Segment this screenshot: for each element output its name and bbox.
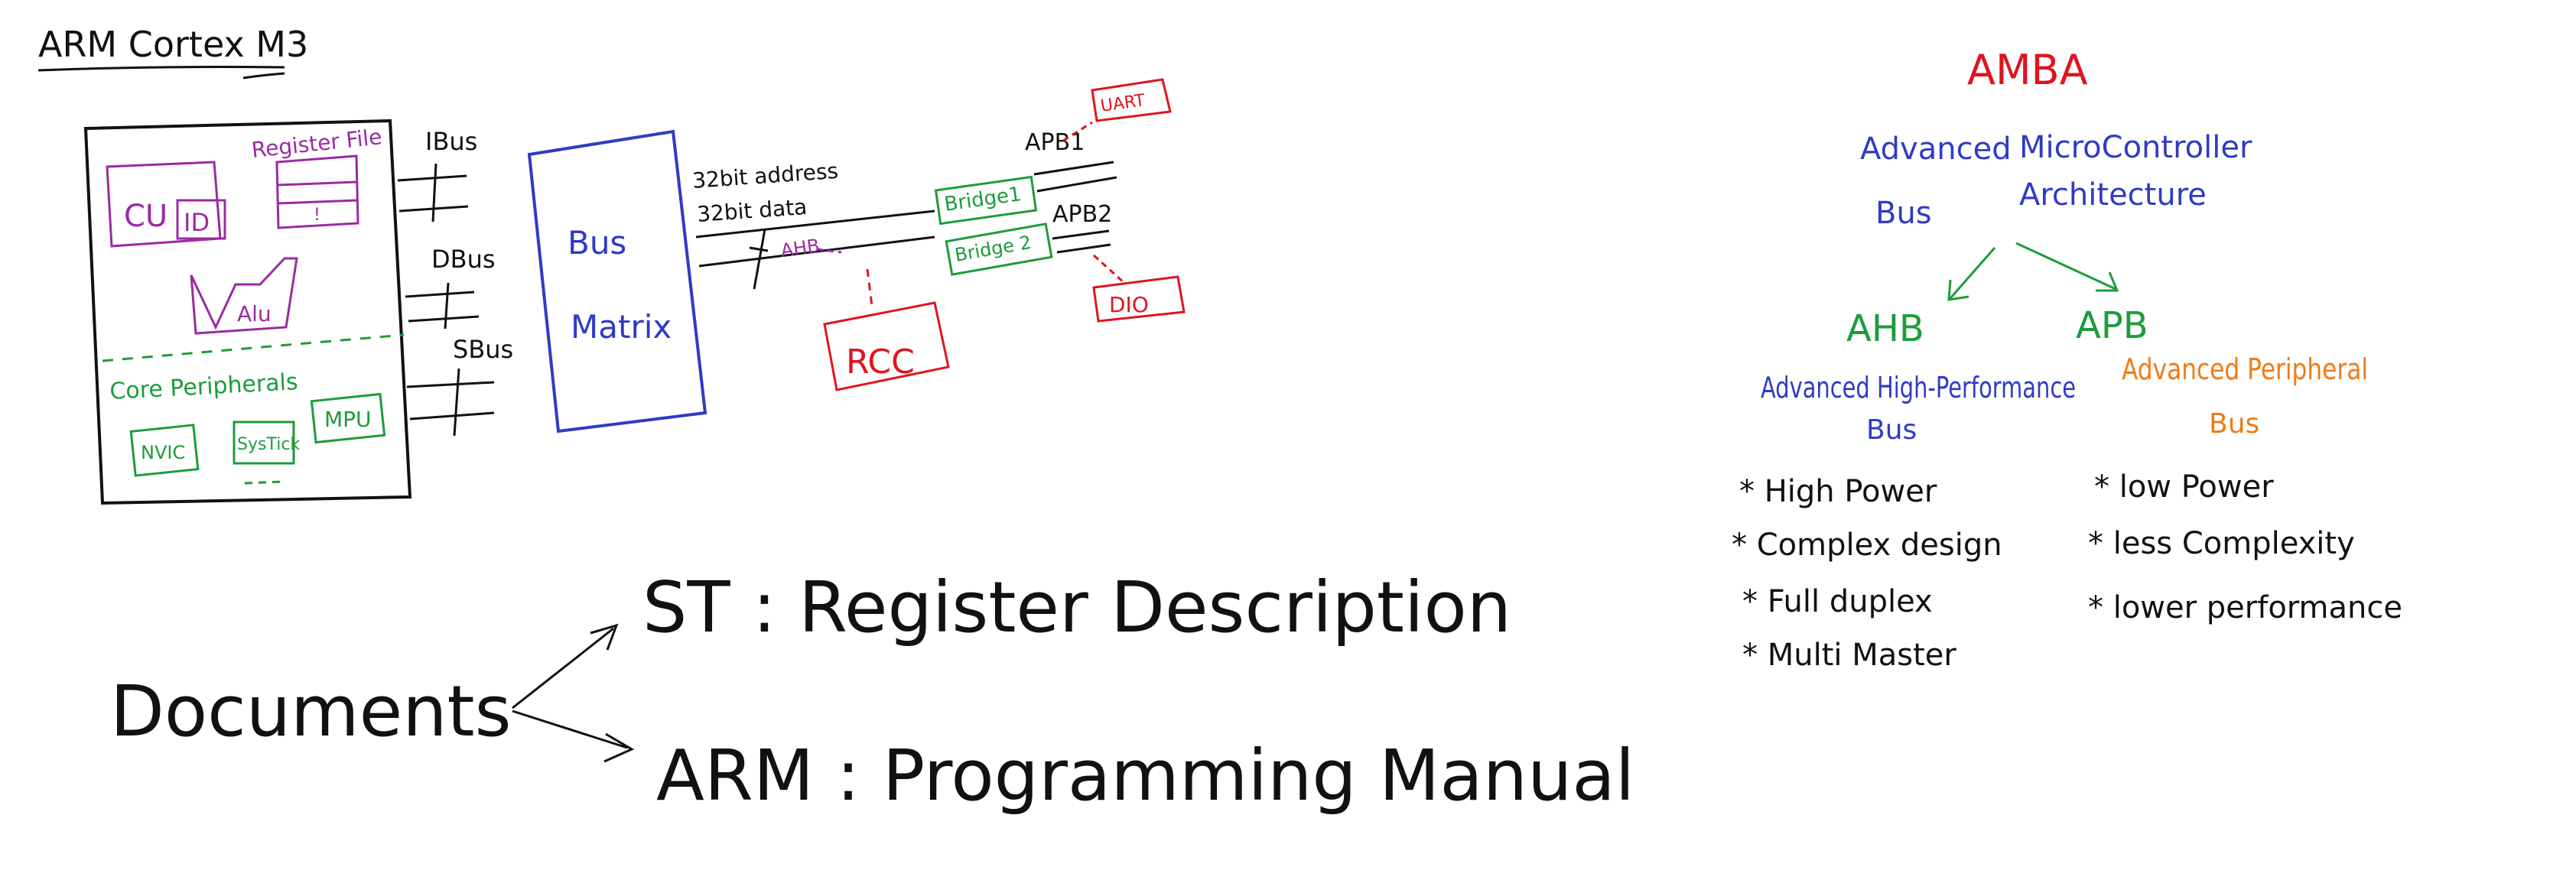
alu-shape [190, 257, 298, 335]
apb-point-1: * low Power [2094, 469, 2274, 505]
bridge2-label: Bridge 2 [953, 232, 1033, 266]
arm-cortex-title: ARM Cortex M3 [38, 24, 308, 65]
amba-exp-bus: Bus [1875, 196, 1932, 231]
amba-exp-advanced: Advanced [1860, 132, 2012, 167]
uart-label: UART [1099, 91, 1147, 116]
amba-group: AMBA Advanced MicroController Bus Archit… [1732, 46, 2402, 673]
system-bus-group: 32bit address 32bit data AHB RCC Bridge1… [691, 78, 1186, 391]
apb-full-line1: Advanced Peripheral [2122, 352, 2368, 386]
id-box [176, 199, 226, 240]
alu-label: Alu [237, 301, 272, 326]
ahb-bus-lines [695, 209, 935, 290]
bus-matrix-block: Bus Matrix [527, 129, 707, 434]
rcc-link [866, 268, 873, 307]
ahb-dashes [816, 248, 842, 254]
cu-label: CU [124, 199, 168, 234]
mpu-box [310, 392, 386, 444]
documents-label: Documents [110, 671, 512, 752]
bridge2-box [945, 222, 1053, 276]
ibus-label: IBus [425, 127, 477, 156]
core-peripherals-label: Core Peripherals [109, 369, 299, 405]
bus-matrix-line1: Bus [568, 224, 626, 261]
cpu-outline [83, 119, 412, 505]
systick-label: SysTick [237, 435, 300, 454]
apb-point-3: * lower performance [2088, 590, 2402, 625]
register-file-box [275, 154, 359, 229]
uart-box [1091, 78, 1172, 122]
id-label: ID [184, 208, 210, 237]
bus-matrix-line2: Matrix [571, 308, 672, 346]
apb1-lines [1033, 161, 1117, 193]
more-dashes [244, 480, 284, 485]
apb-full-line2: Bus [2209, 408, 2259, 440]
documents-arrow-up [512, 623, 619, 710]
cpu-buses: IBus DBus SBus [397, 127, 513, 437]
amba-arrow-ahb [1947, 247, 1996, 301]
ahb-title: AHB [1846, 307, 1924, 350]
systick-box [233, 421, 295, 465]
dio-link [1092, 254, 1126, 284]
amba-exp-microcontroller: MicroController [2019, 130, 2252, 165]
cpu-block: CU ID Register File ! Alu Core Periphera… [83, 119, 412, 505]
register-file-mark: ! [314, 206, 320, 225]
apb-point-2: * less Complexity [2088, 526, 2355, 561]
ahb-point-2: * Complex design [1732, 528, 2002, 563]
apb2-lines [1052, 229, 1111, 254]
register-file-label: Register File [250, 124, 383, 163]
apb2-label: APB2 [1052, 201, 1112, 228]
amba-exp-architecture: Architecture [2019, 177, 2207, 213]
title-underline [37, 66, 285, 80]
nvic-box [129, 424, 200, 477]
st-description: ST : Register Description [642, 567, 1511, 648]
dbus-label: DBus [431, 245, 496, 274]
sbus-lines [406, 368, 495, 437]
ahb-point-4: * Multi Master [1742, 638, 1956, 673]
ahb-full-line1: Advanced High-Performance [1761, 371, 2076, 404]
amba-arrow-apb [2015, 242, 2119, 292]
core-separator [102, 333, 405, 362]
documents-group: Documents ST : Register Description ARM … [110, 567, 1634, 817]
bridge1-box [934, 175, 1038, 226]
ahb-point-3: * Full duplex [1742, 584, 1933, 619]
sbus-label: SBus [453, 335, 513, 364]
arm-cortex-title-group: ARM Cortex M3 [37, 24, 308, 80]
uart-link [1062, 121, 1093, 142]
mpu-label: MPU [324, 407, 372, 432]
arm-manual: ARM : Programming Manual [656, 735, 1634, 817]
documents-arrow-down [512, 710, 635, 763]
bus-matrix-outline [527, 129, 707, 434]
address-label: 32bit address [691, 158, 839, 193]
nvic-label: NVIC [141, 442, 185, 463]
amba-title: AMBA [1967, 46, 2088, 94]
ahb-point-1: * High Power [1739, 474, 1937, 509]
apb-title: APB [2076, 304, 2148, 347]
rcc-label: RCC [846, 343, 915, 382]
dio-box [1092, 275, 1186, 323]
dio-label: DIO [1109, 292, 1149, 317]
data-label: 32bit data [696, 194, 808, 227]
ahb-label: AHB [779, 235, 821, 261]
ahb-full-line2: Bus [1866, 414, 1917, 446]
dbus-lines [405, 282, 480, 330]
rcc-box [823, 301, 950, 391]
ibus-lines [397, 163, 469, 222]
